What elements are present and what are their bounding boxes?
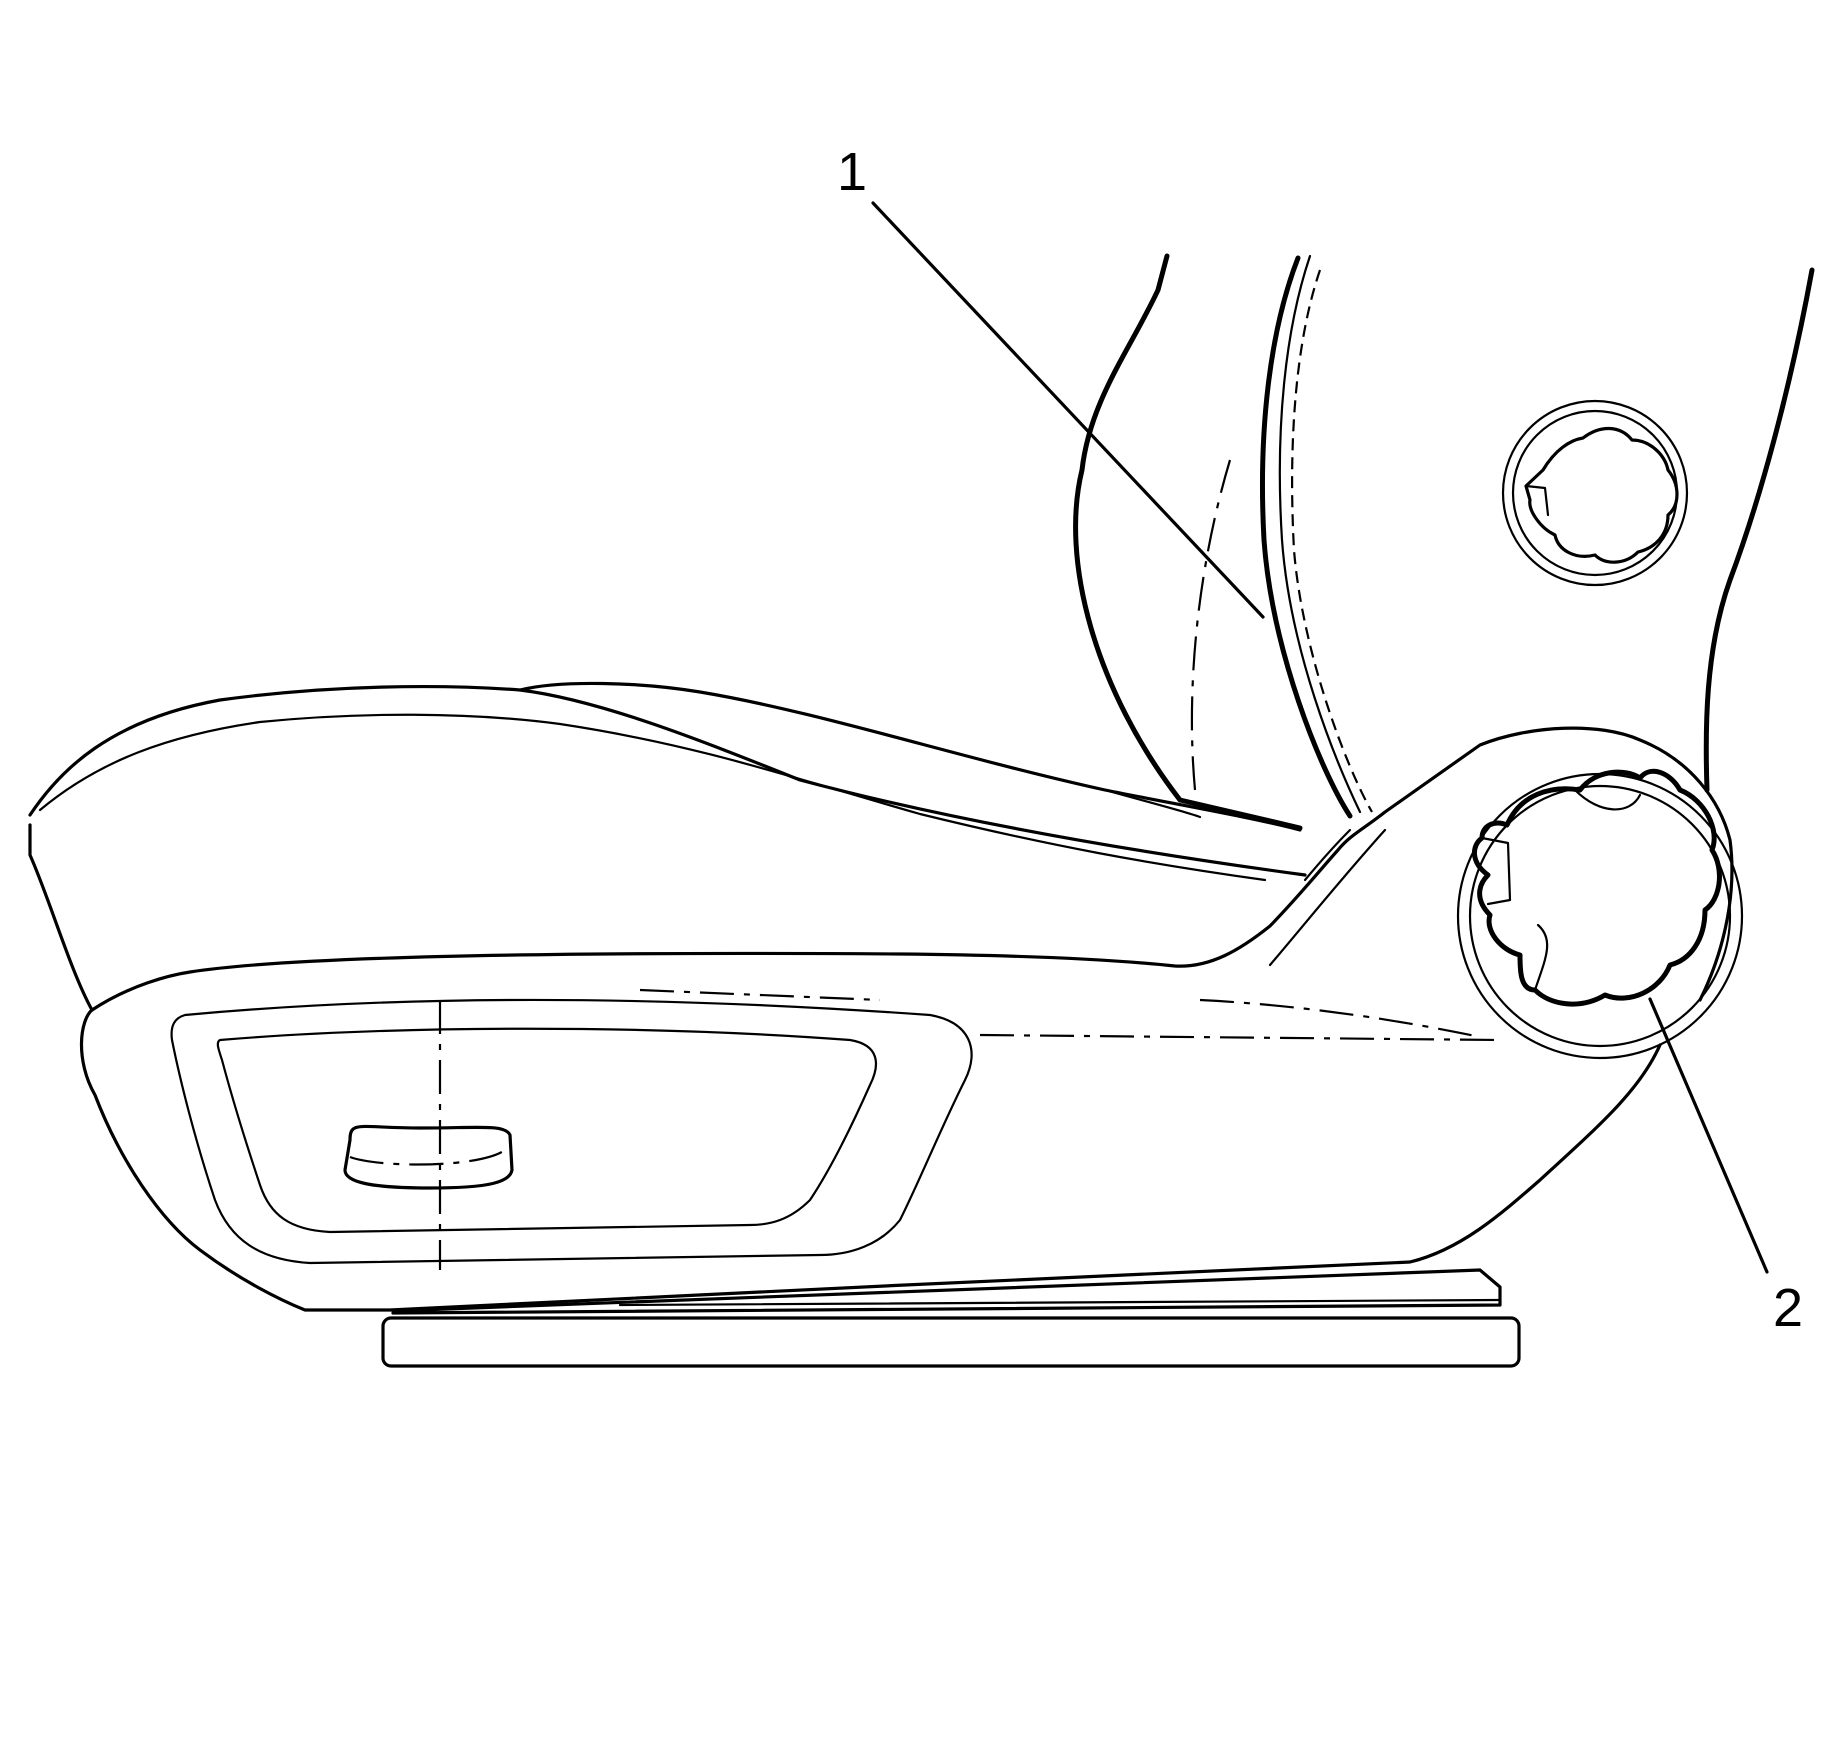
leader-line-2: [1648, 997, 1769, 1274]
seat-side-trim-panel: [79, 726, 1734, 1312]
callout-2: 2: [1773, 1278, 1803, 1338]
upper-recliner-hub: [1501, 399, 1689, 587]
recliner-knob: [1456, 768, 1744, 1060]
callout-1: 1: [837, 142, 867, 202]
seat-back: [1073, 253, 1815, 831]
seat-adjust-lever: [343, 1124, 514, 1190]
leader-line-1: [871, 201, 1265, 619]
seat-cushion: [28, 681, 1307, 1012]
seat-track: [381, 1268, 1521, 1368]
